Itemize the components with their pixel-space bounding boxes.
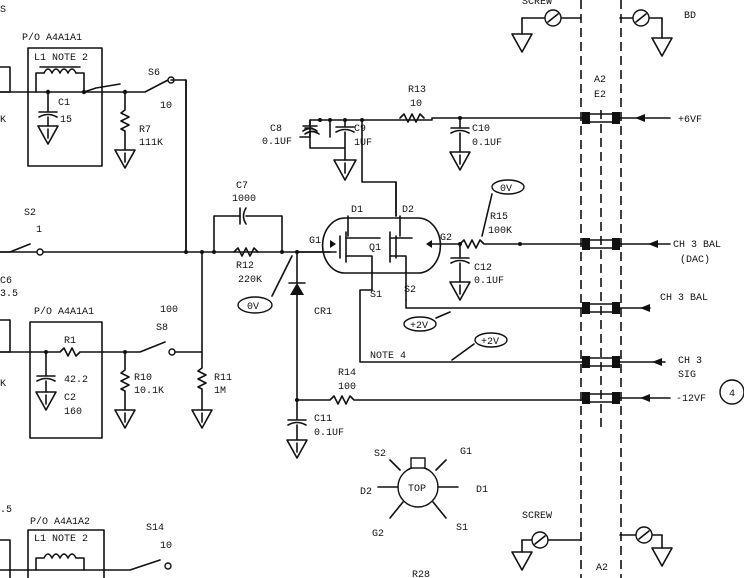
label-e2: E2 <box>594 90 606 101</box>
label-c10-val: 0.1UF <box>472 138 502 149</box>
label-c8-val: 0.1UF <box>262 137 292 148</box>
label-r11: R11 <box>214 373 232 384</box>
label-g1: G1 <box>309 236 321 247</box>
label-po-top: P/O A4A1A1 <box>22 32 82 44</box>
label-c7: C7 <box>236 181 248 192</box>
label-c2: C2 <box>64 393 76 404</box>
q1-dual-fet <box>321 181 442 301</box>
label-ch3: CH 3 <box>678 356 702 367</box>
label-screw-bottom: SCREW <box>522 511 552 522</box>
label-d1: D1 <box>351 205 363 216</box>
label-5: .5 <box>0 505 12 516</box>
label-r7-val: 111K <box>139 138 163 149</box>
label-s14: S14 <box>146 523 164 534</box>
label-2v-b: +2V <box>481 337 499 348</box>
label-s6: S6 <box>148 68 160 79</box>
label-c9-val: 1UF <box>354 138 372 149</box>
label-po-bottom: P/O A4A1A2 <box>30 516 90 528</box>
label-top: TOP <box>408 484 426 495</box>
label-q1: Q1 <box>369 243 381 254</box>
label-r10-val: 10.1K <box>134 386 164 397</box>
label-ch3bal-dac: CH 3 BAL <box>673 240 721 251</box>
label-s2: S2 <box>404 285 416 296</box>
label-note4: NOTE 4 <box>370 351 406 362</box>
label-r10: R10 <box>134 373 152 384</box>
label-s8: S8 <box>156 323 168 334</box>
label-c12: C12 <box>474 263 492 274</box>
label-c11-val: 0.1UF <box>314 428 344 439</box>
top-pin-diagram <box>377 457 459 519</box>
label-dac: (DAC) <box>680 254 710 266</box>
connector-a2 <box>580 0 744 578</box>
label-pin-g2: G2 <box>372 529 384 540</box>
label-c11: C11 <box>314 414 332 425</box>
label-sig: SIG <box>678 370 696 381</box>
label-c1-val: 15 <box>60 115 72 126</box>
label-r15-val: 100K <box>488 226 512 237</box>
label-k2: K <box>0 379 6 390</box>
label-pin-d2: D2 <box>360 487 372 498</box>
label-r12-val: 220K <box>238 275 262 286</box>
label-a2: A2 <box>594 75 606 86</box>
label-g2: G2 <box>440 233 452 244</box>
label-r1: R1 <box>64 336 76 347</box>
label-pin-s1: S1 <box>456 523 468 534</box>
label-pin-g1: G1 <box>460 447 472 458</box>
label-r7: R7 <box>139 125 151 136</box>
bottom-section <box>0 526 673 578</box>
input-network <box>0 79 586 459</box>
label-6vf: +6VF <box>678 115 702 126</box>
label-r11-val: 1M <box>214 386 226 397</box>
label-c8: C8 <box>270 124 282 135</box>
label-c2-val: 160 <box>64 407 82 418</box>
label-s2-switch: S2 <box>24 208 36 219</box>
label-r14: R14 <box>338 368 356 379</box>
label-2v-a: +2V <box>410 321 428 332</box>
label-s1: S1 <box>370 290 382 301</box>
label-pin-d1: D1 <box>476 485 488 496</box>
label-r14-val: 100 <box>338 382 356 393</box>
label-k1: K <box>0 115 6 126</box>
label-s-top: S <box>0 5 6 16</box>
label-0v-left: 0V <box>247 302 259 313</box>
label-r12: R12 <box>236 261 254 272</box>
label-c6-val: 3.5 <box>0 289 18 300</box>
label-ch3bal: CH 3 BAL <box>660 293 708 304</box>
label-c9: C9 <box>354 124 366 135</box>
mid-left-section <box>0 319 203 439</box>
label-s2-switch-num: 1 <box>36 225 42 236</box>
label-pin-s2: S2 <box>374 449 386 460</box>
label-s14-num: 10 <box>160 541 172 552</box>
label-r1-val: 42.2 <box>64 375 88 386</box>
label-a2-bottom: A2 <box>596 563 608 574</box>
label-d2: D2 <box>402 205 414 216</box>
label-r13: R13 <box>408 85 426 96</box>
label-c10: C10 <box>472 124 490 135</box>
label-r15: R15 <box>490 212 508 223</box>
label-c12-val: 0.1UF <box>474 276 504 287</box>
label-note-4-circle: 4 <box>729 389 735 400</box>
label-r28: R28 <box>412 570 430 578</box>
label-c6: C6 <box>0 276 12 287</box>
label-screw-top: SCREW <box>522 0 552 8</box>
label-c7-val: 1000 <box>232 194 256 205</box>
label-r13-val: 10 <box>410 99 422 110</box>
label-0v-right: 0V <box>500 184 512 195</box>
label-12vf: -12VF <box>676 394 706 405</box>
label-100: 100 <box>160 305 178 316</box>
label-po-mid: P/O A4A1A1 <box>34 306 94 318</box>
label-cr1: CR1 <box>314 307 332 318</box>
label-note2-bottom: L1 NOTE 2 <box>34 534 88 545</box>
label-bd: BD <box>684 11 696 22</box>
label-s6-num: 10 <box>160 101 172 112</box>
label-note2-top: L1 NOTE 2 <box>34 53 88 64</box>
source-outputs <box>359 179 586 363</box>
top-screw-grounds <box>511 9 673 57</box>
label-c1: C1 <box>58 98 70 109</box>
supply-filter-section <box>299 113 586 217</box>
